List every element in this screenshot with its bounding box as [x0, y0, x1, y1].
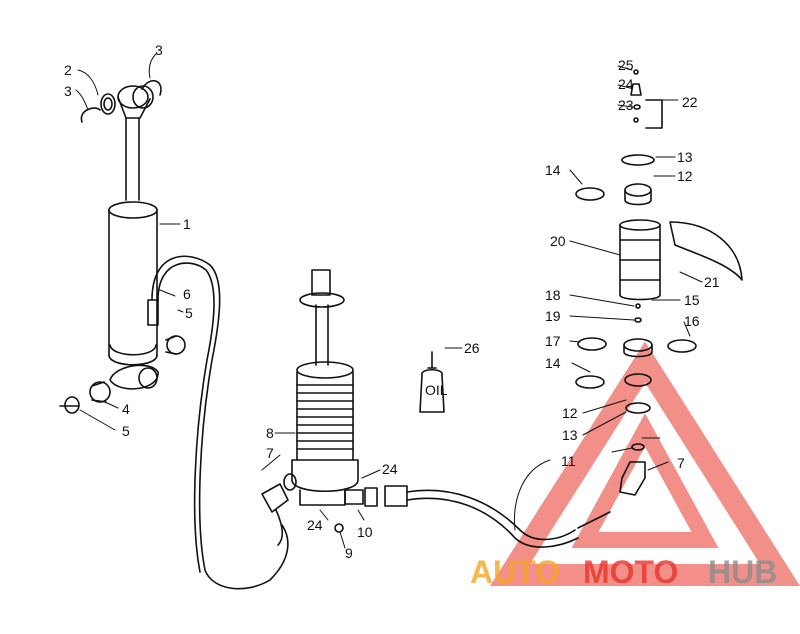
leader-lines: [75, 53, 703, 549]
part-label: 9: [345, 545, 353, 561]
part-label: 12: [562, 405, 578, 421]
part-label: 6: [183, 286, 191, 302]
part-label: 14: [545, 355, 561, 371]
part-label: 4: [122, 401, 130, 417]
part-label: 24: [307, 517, 323, 533]
part-label: 11: [561, 453, 576, 469]
bracket-22: [645, 99, 663, 129]
shock-absorber-center: [291, 269, 359, 506]
part-label: 26: [464, 340, 480, 356]
reservoir-right: [575, 69, 743, 496]
oil-bottle-label: OIL: [425, 382, 448, 398]
shock-absorber-left: [59, 79, 186, 414]
part-label: 3: [155, 42, 163, 58]
part-number-callouts: 1 2 3 3 4 5 5 6 7 7 8 9 10 11 12 12 13 1…: [64, 42, 720, 561]
part-label: 24: [382, 461, 398, 477]
part-label: 1: [183, 216, 191, 232]
part-label: 5: [122, 423, 130, 439]
part-label: 18: [545, 287, 561, 303]
part-label: 10: [357, 524, 373, 540]
part-label: 5: [185, 305, 193, 321]
watermark-logo: AUTO MOTO HUB: [470, 554, 777, 590]
part-label: 25: [618, 57, 634, 73]
hose-right: [406, 489, 611, 548]
watermark-auto: AUTO: [470, 554, 560, 590]
part-label: 15: [684, 292, 700, 308]
part-label: 24: [618, 76, 634, 92]
part-label: 8: [266, 425, 274, 441]
hose-left: [151, 255, 289, 590]
watermark-hub: HUB: [708, 554, 777, 590]
oil-bottle: [419, 351, 445, 413]
part-label: 12: [677, 168, 693, 184]
part-label: 23: [618, 97, 634, 113]
part-label: 2: [64, 62, 72, 78]
part-label: 17: [545, 333, 561, 349]
part-label: 7: [677, 455, 685, 471]
part-label: 22: [682, 94, 698, 110]
part-label: 14: [545, 162, 561, 178]
watermark-triangle: [490, 341, 800, 586]
part-label: 7: [266, 445, 274, 461]
part-label: 19: [545, 308, 561, 324]
fittings-center: [261, 473, 408, 546]
part-label: 13: [677, 149, 693, 165]
part-label: 13: [562, 427, 578, 443]
part-label: 16: [684, 313, 700, 329]
part-label: 3: [64, 83, 72, 99]
part-label: 21: [704, 274, 720, 290]
part-label: 20: [550, 233, 566, 249]
watermark-moto: MOTO: [583, 554, 678, 590]
